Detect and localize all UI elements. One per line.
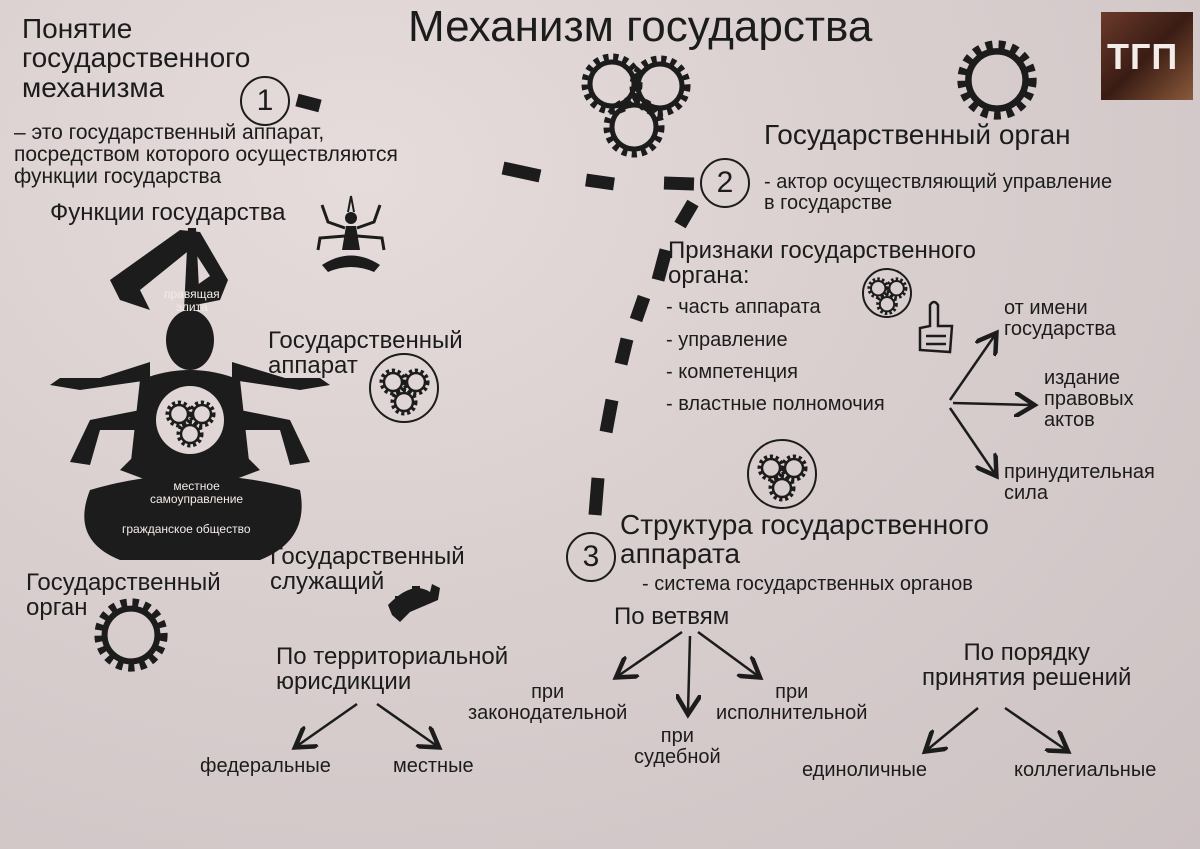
arrow-icon (297, 335, 1066, 750)
section1-definition: – это государственный аппарат, посредств… (14, 121, 398, 189)
logo: ТГП (1101, 12, 1193, 100)
page-title: Механизм государства (408, 2, 873, 51)
territorial-heading: По территориальной юрисдикции (276, 643, 509, 696)
decision-heading: По порядку принятия решений (922, 639, 1132, 692)
signs-heading: Признаки государственного органа: (668, 237, 976, 290)
sign-item: - управление (666, 329, 788, 351)
organ-label-left: Государственный орган (26, 569, 221, 622)
servant-label: Государственный служащий (270, 543, 465, 596)
territorial-item: местные (393, 755, 474, 777)
functions-label: Функции государства (50, 199, 286, 226)
power-item: принудительная сила (1004, 461, 1155, 504)
territorial-item: федеральные (200, 755, 331, 777)
section1-number: 1 (240, 76, 290, 126)
gear-icon (388, 584, 440, 622)
pointing-hand-icon (918, 300, 954, 354)
apparatus-label: Государственный аппарат (268, 327, 463, 380)
branch-item: при исполнительной (716, 681, 868, 724)
gear-icon (963, 46, 1031, 114)
power-item: издание правовых актов (1044, 367, 1134, 431)
branch-item: при законодательной (468, 681, 628, 724)
section3-number: 3 (566, 532, 616, 582)
figure-label-elite: правящая элита (164, 287, 220, 314)
meditating-figure-icon (316, 195, 386, 272)
gear-cluster-icon (861, 267, 913, 319)
decision-item: коллегиальные (1014, 759, 1157, 781)
figure-label-local: местное самоуправление (150, 479, 244, 506)
section1-heading: Понятие государственного механизма (22, 13, 251, 103)
road-dashes (295, 93, 699, 516)
section2-heading: Государственный орган (764, 119, 1071, 150)
section3-definition: - система государственных органов (642, 573, 973, 595)
sign-item: - часть аппарата (666, 296, 821, 318)
gear-cluster-icon (369, 353, 439, 423)
branch-item: при судебной (634, 725, 721, 768)
branches-heading: По ветвям (614, 603, 730, 630)
section2-number: 2 (700, 158, 750, 208)
decision-item: единоличные (802, 759, 928, 781)
gear-cluster-icon (586, 58, 686, 153)
gear-cluster-icon (747, 439, 817, 509)
sign-item: - властные полномочия (666, 393, 885, 415)
section3-heading: Структура государственного аппарата (620, 509, 989, 570)
logo-text: ТГП (1107, 36, 1179, 77)
sign-item: - компетенция (666, 361, 798, 383)
power-item: от имени государства (1004, 297, 1116, 340)
section2-definition: - актор осуществляющий управление в госу… (764, 171, 1113, 214)
figure-label-civil: гражданское общество (122, 522, 251, 536)
meditating-figure-icon (50, 228, 330, 560)
